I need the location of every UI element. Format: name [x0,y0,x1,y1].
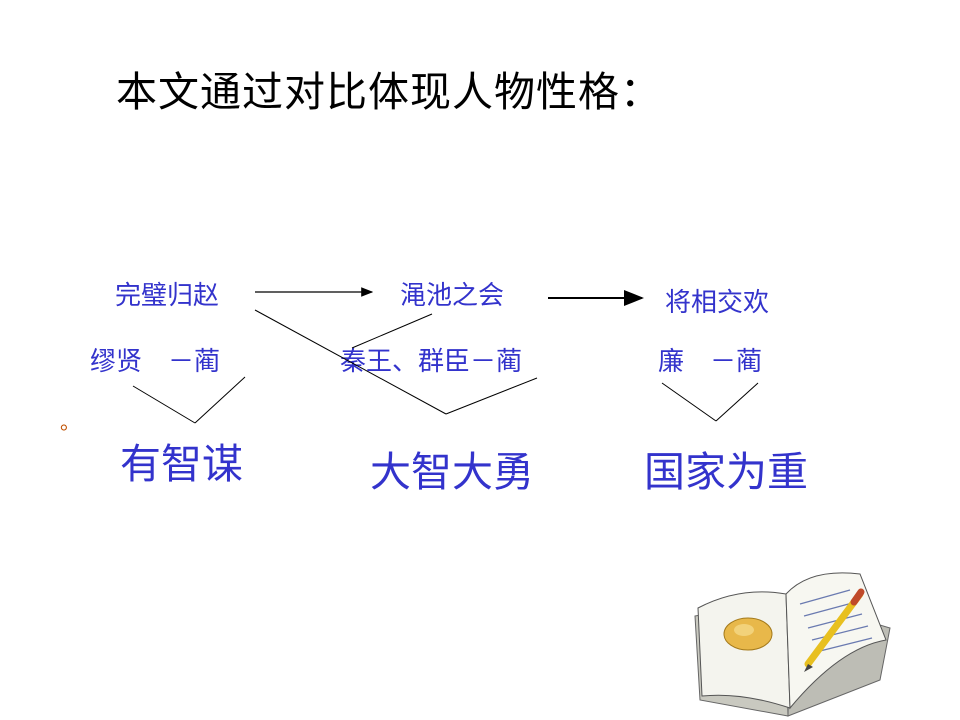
bullet-mark: 。 [60,410,80,434]
open-book-with-pencil-icon [694,572,891,717]
brace-trait-2-right [445,377,538,415]
trait-1: 有智谋 [120,440,243,488]
person-group-2: 秦王、群臣－蔺 [340,347,523,377]
slide-title: 本文通过对比体现人物性格： [116,68,662,116]
link-event-2-to-person-2 [351,313,433,349]
trait-3: 国家为重 [644,448,808,496]
trait-2: 大智大勇 [370,448,534,496]
brace-trait-3-right [715,382,759,422]
person-group-3: 廉 －蔺 [658,347,763,377]
brace-trait-3-left [661,382,717,422]
event-wanbi-guizhao: 完璧归赵 [115,281,220,311]
brace-trait-1-right [194,376,246,424]
brace-trait-1-left [132,385,196,424]
link-event-1-to-trait-2 [254,309,447,415]
event-jiangxiang-jiaohuan: 将相交欢 [665,288,770,318]
event-mianchi-zhihui: 渑池之会 [400,281,505,311]
person-group-1: 缪贤 －蔺 [90,347,221,377]
